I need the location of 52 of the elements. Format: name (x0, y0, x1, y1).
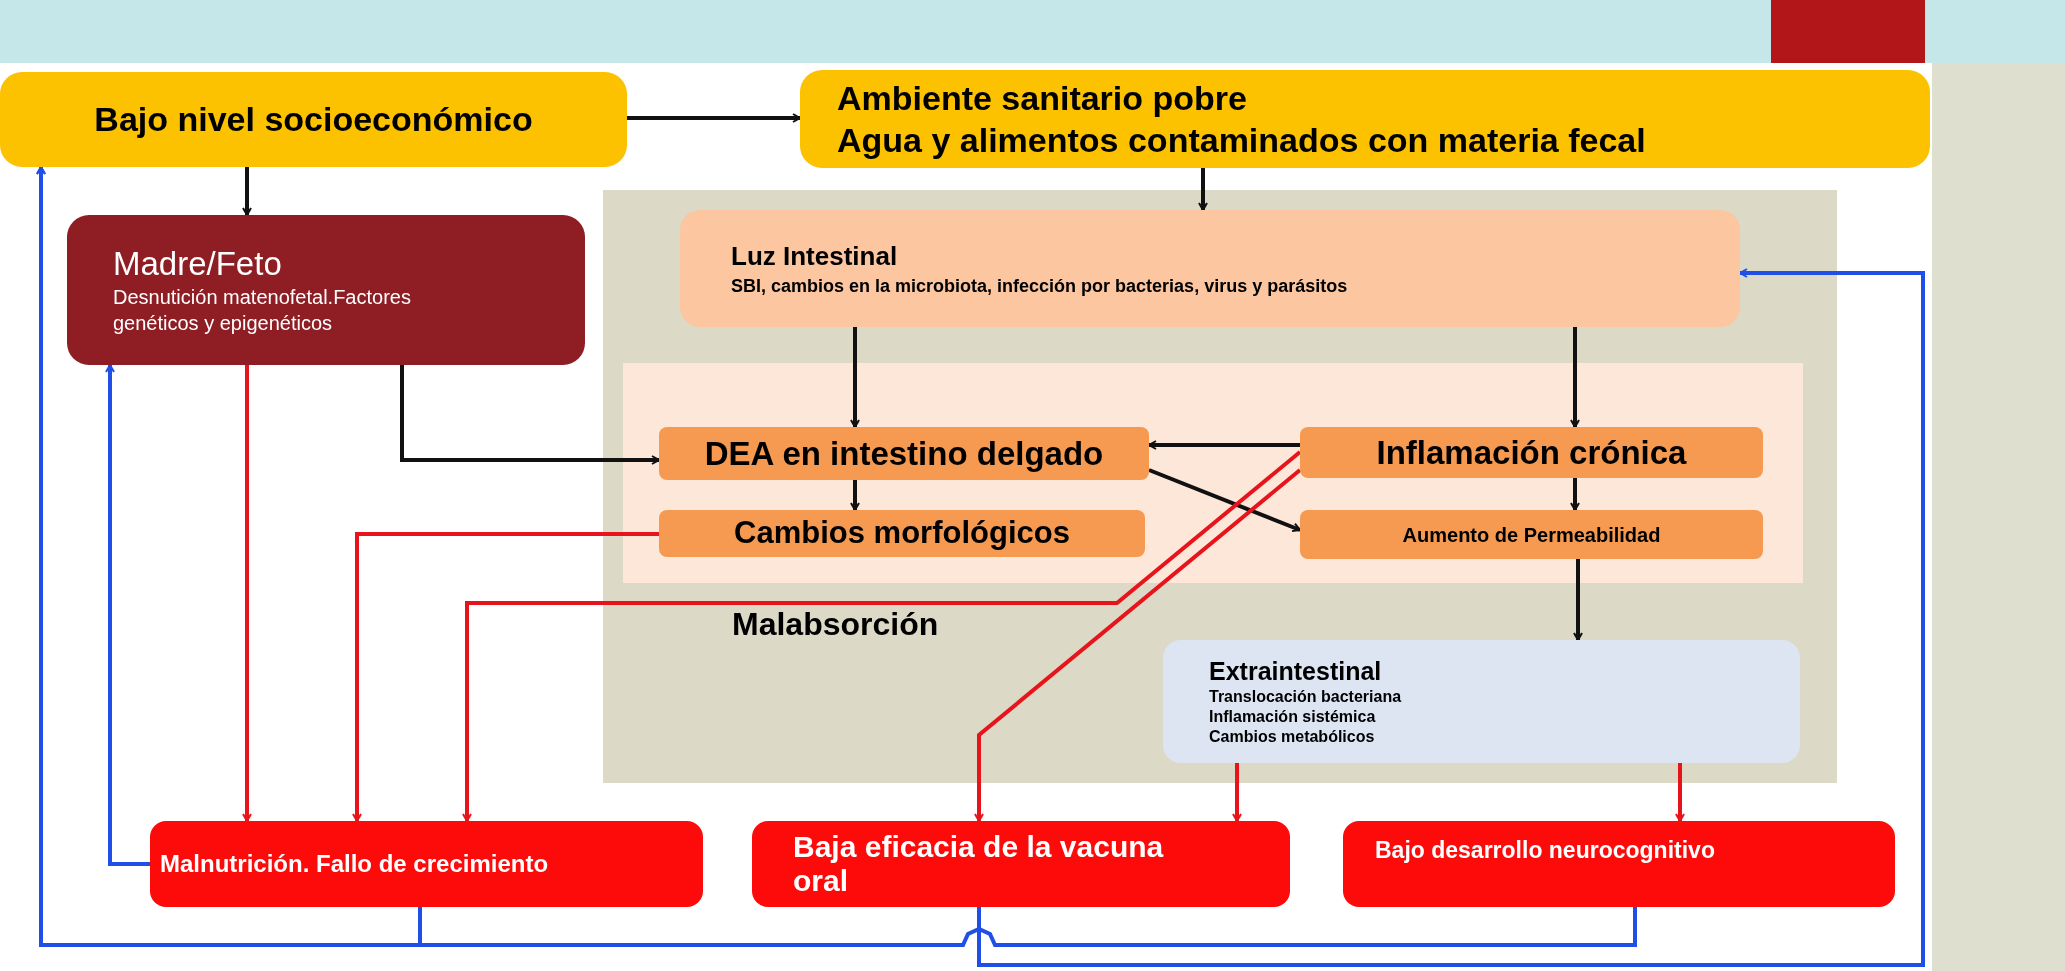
box-title: Aumento de Permeabilidad (1402, 522, 1661, 548)
box-text: Agua y alimentos contaminados con materia fecal (837, 120, 1647, 161)
box-title: Madre/Feto (113, 244, 283, 284)
arrow (1232, 763, 1242, 822)
arrow (1570, 478, 1580, 511)
box-text: SBI, cambios en la microbiota, infección por bacterias, virus y parásitos (731, 274, 1349, 298)
box-title: Bajo desarrollo neurocognitivo (1375, 836, 1715, 865)
intestine-panel (603, 190, 1837, 783)
process-box (1300, 510, 1763, 559)
box-title: Baja eficacia de la vacuna oral (793, 830, 1165, 898)
maternal-box (67, 215, 585, 365)
arrow (36, 166, 1637, 947)
outcome-box (150, 821, 703, 907)
arrow (242, 365, 252, 822)
arrow (850, 480, 860, 511)
arrow (400, 365, 660, 465)
arrow (977, 268, 1925, 967)
outcome-box (752, 821, 1290, 907)
box-title: Luz Intestinal (731, 239, 899, 273)
box-title: Inflamación crónica (1376, 432, 1687, 473)
inner-panel (623, 363, 1803, 583)
arrow (1148, 468, 1301, 533)
box-title: Bajo nivel socioeconómico (94, 99, 533, 140)
box-title: Malnutrición. Fallo de crecimiento (160, 849, 549, 879)
box-text: Translocación bacteriana (1209, 687, 1403, 707)
box-title: Ambiente sanitario pobre (837, 78, 1248, 119)
box-text: Inflamación sistémica (1209, 707, 1377, 727)
arrow (1573, 559, 1583, 641)
outcome-box (1343, 821, 1895, 907)
arrow (352, 532, 659, 822)
box-title: DEA en intestino delgado (704, 433, 1104, 474)
box-title: Extraintestinal (1209, 656, 1383, 687)
box-title: Cambios morfológicos (734, 514, 1070, 553)
process-box (659, 427, 1149, 480)
process-box (1300, 427, 1763, 478)
labeled-arrow (462, 450, 1302, 822)
arrow (105, 364, 150, 866)
box-text: Cambios metabólicos (1209, 727, 1376, 747)
process-box (1163, 640, 1800, 763)
arrow (1198, 168, 1208, 211)
box-text: Desnutición matenofetal.Factores genéticos y epigenéticos (113, 285, 412, 336)
arrow (1148, 440, 1300, 450)
arrow (974, 468, 1302, 822)
arrow (1570, 327, 1580, 428)
cause-box (0, 72, 627, 167)
process-box (680, 210, 1740, 327)
arrow (242, 167, 252, 216)
cause-box (800, 70, 1930, 168)
process-box (659, 510, 1145, 557)
arrow (850, 327, 860, 428)
arrow (627, 113, 801, 123)
arrow (1675, 763, 1685, 822)
